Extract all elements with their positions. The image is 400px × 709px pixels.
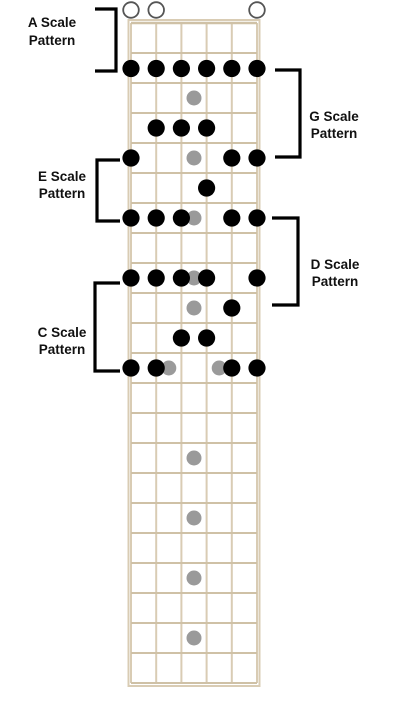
d-scale-pattern-annotation: D Scale Pattern <box>272 216 360 307</box>
scale-note-dot <box>172 209 190 227</box>
inlay-dot <box>186 150 202 166</box>
scale-note-dot <box>223 59 241 78</box>
scale-note-dot <box>122 269 140 287</box>
fret-inlays <box>161 90 227 646</box>
open-string-ring <box>122 1 140 19</box>
scale-note-dot <box>198 179 216 197</box>
inlay-dot <box>186 90 202 106</box>
scale-note-dot <box>248 59 266 78</box>
g-scale-pattern-annotation: G Scale Pattern <box>275 68 359 159</box>
e-scale-label-line2: Pattern <box>39 186 86 201</box>
scale-note-dot <box>147 59 165 78</box>
inlay-dot <box>186 510 202 526</box>
d-scale-bracket <box>272 216 300 307</box>
g-scale-label-line1: G Scale <box>309 109 359 124</box>
scale-note-dot <box>147 209 165 227</box>
e-scale-pattern-annotation: E Scale Pattern <box>38 158 120 223</box>
c-scale-pattern-annotation: C Scale Pattern <box>38 281 120 373</box>
inlay-dot <box>186 210 202 226</box>
inlay-dot <box>186 300 202 316</box>
scale-note-dot <box>223 149 241 167</box>
e-scale-bracket <box>95 158 120 223</box>
open-string-ring <box>248 1 266 19</box>
a-scale-label-line1: A Scale <box>28 15 77 30</box>
c-scale-label-line2: Pattern <box>39 342 86 357</box>
inlay-dot <box>186 450 202 466</box>
scale-note-dot <box>248 359 266 377</box>
a-scale-pattern-annotation: A Scale Pattern <box>28 7 118 73</box>
scale-note-dot <box>198 329 216 347</box>
scale-note-dot <box>147 359 165 377</box>
inlay-dot <box>186 570 202 586</box>
a-scale-bracket <box>95 7 118 73</box>
d-scale-label-line2: Pattern <box>312 274 359 289</box>
fretboard-edge <box>127 19 261 687</box>
scale-note-dot <box>198 269 216 287</box>
inlay-dot <box>186 270 202 286</box>
scale-note-dot <box>223 359 241 377</box>
scale-note-dot <box>248 209 266 227</box>
scale-note-dot <box>172 119 190 137</box>
open-string-ring <box>147 1 165 19</box>
scale-note-dot <box>122 149 140 167</box>
scale-note-dot <box>198 59 216 78</box>
scale-note-dot <box>172 59 190 78</box>
scale-note-dot <box>147 119 165 137</box>
scale-note-dot <box>248 149 266 167</box>
inlay-dot <box>161 360 177 376</box>
scale-note-dot <box>172 329 190 347</box>
scale-note-dot <box>122 59 140 78</box>
scale-note-dot <box>172 269 190 287</box>
scale-note-dot <box>198 119 216 137</box>
e-scale-label-line1: E Scale <box>38 169 87 184</box>
scale-note-dot <box>223 299 241 317</box>
c-scale-label-line1: C Scale <box>38 325 87 340</box>
g-scale-label-line2: Pattern <box>311 126 358 141</box>
d-scale-label-line1: D Scale <box>311 257 360 272</box>
scale-note-dot <box>122 359 140 377</box>
scale-note-dot <box>122 209 140 227</box>
inlay-dot <box>186 630 202 646</box>
scale-note-dot <box>223 209 241 227</box>
scale-note-dot <box>147 269 165 287</box>
c-scale-bracket <box>93 281 120 373</box>
g-scale-bracket <box>275 68 302 159</box>
scale-notes <box>122 59 266 377</box>
a-scale-label-line2: Pattern <box>29 33 76 48</box>
inlay-dot <box>211 360 227 376</box>
scale-note-dot <box>248 269 266 287</box>
open-string-markers <box>122 1 266 19</box>
